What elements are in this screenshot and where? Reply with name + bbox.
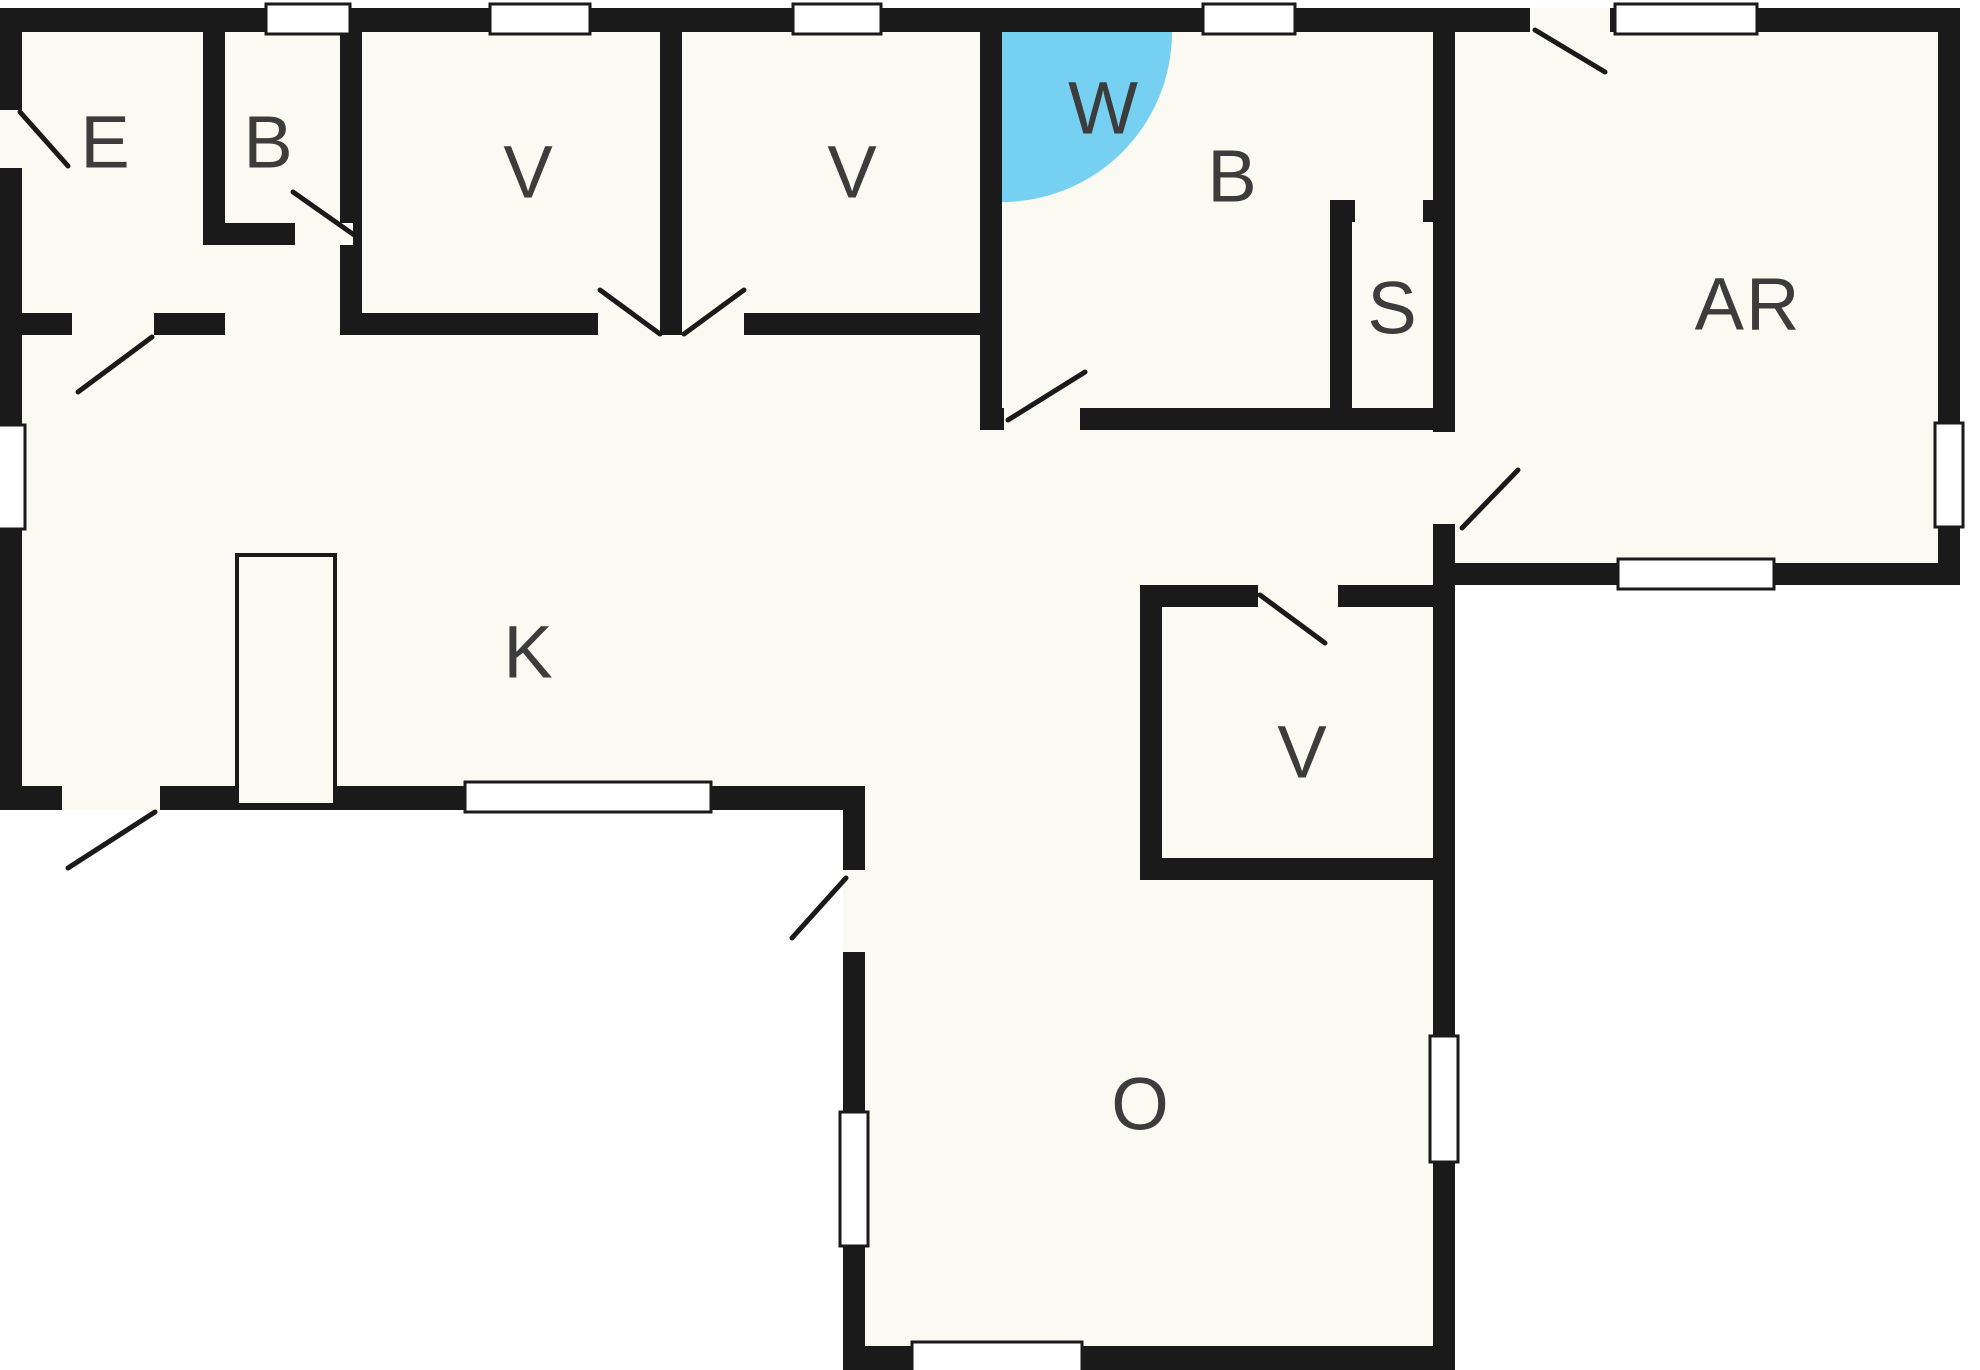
window <box>0 423 27 531</box>
room-label-v3: V <box>1277 711 1327 794</box>
door-swing-b1 <box>290 189 360 240</box>
door-swing-b2 <box>1005 369 1088 423</box>
room-label-k: K <box>503 611 552 694</box>
wall-v1-v2-divider <box>660 8 682 335</box>
wall-o-right <box>1433 563 1455 1370</box>
window <box>1933 421 1965 529</box>
door-swing-ar <box>1459 467 1521 531</box>
door-opening-k <box>62 786 160 810</box>
window <box>1428 1034 1460 1164</box>
wall-v3-bottom <box>1140 858 1455 880</box>
window <box>488 2 592 36</box>
door-swing-e <box>75 334 155 395</box>
window <box>1616 557 1776 591</box>
room-label-v1: V <box>503 131 553 214</box>
door-opening-v2 <box>682 313 744 335</box>
room-label-b1: B <box>243 101 292 184</box>
door-opening-b2 <box>1004 408 1080 430</box>
window <box>463 780 713 814</box>
door-swing-v1 <box>597 287 663 337</box>
door-opening-s <box>1355 200 1423 222</box>
room-w-highlight <box>1002 32 1172 202</box>
door-swing-v3 <box>1257 592 1328 646</box>
door-opening-v3 <box>1258 585 1338 607</box>
door-swing-o <box>789 875 849 941</box>
room-label-s: S <box>1367 267 1416 350</box>
door-opening-o <box>843 870 865 952</box>
wall-s-left <box>1330 200 1352 430</box>
door-swings <box>17 27 1608 941</box>
room-label-v2: V <box>827 131 877 214</box>
wall-b1-v1-divider <box>340 8 362 335</box>
window <box>838 1110 870 1248</box>
door-opening-b1 <box>295 223 353 245</box>
door-swing-v2 <box>681 287 747 337</box>
door-openings <box>0 8 1610 952</box>
wall-v2-w-divider <box>980 8 1002 430</box>
door-opening-ar <box>1433 432 1455 524</box>
window <box>791 2 883 36</box>
wall-left <box>0 8 22 810</box>
window <box>1201 2 1297 36</box>
door-swing-entry <box>17 109 71 169</box>
door-opening-entry <box>0 110 22 168</box>
floor-room-o <box>843 790 1455 1370</box>
room-label-e: E <box>80 101 129 184</box>
window <box>1613 2 1759 36</box>
window <box>264 2 352 36</box>
room-label-b2: B <box>1207 135 1256 218</box>
door-opening-ar-top <box>1530 8 1610 32</box>
room-label-o: O <box>1111 1063 1169 1146</box>
door-swing-ar-top <box>1532 27 1608 75</box>
room-label-ar: AR <box>1695 263 1802 346</box>
window <box>910 1340 1084 1370</box>
fixture-k <box>235 553 337 807</box>
room-label-w: W <box>1068 67 1138 150</box>
door-opening-e <box>72 313 154 335</box>
room-labels: E B V V W B S AR K V O <box>80 67 1802 1146</box>
door-swing-k <box>65 809 158 871</box>
wall-v3-left <box>1140 585 1162 880</box>
wall-e-b-divider <box>203 8 225 230</box>
door-opening-v1 <box>598 313 660 335</box>
